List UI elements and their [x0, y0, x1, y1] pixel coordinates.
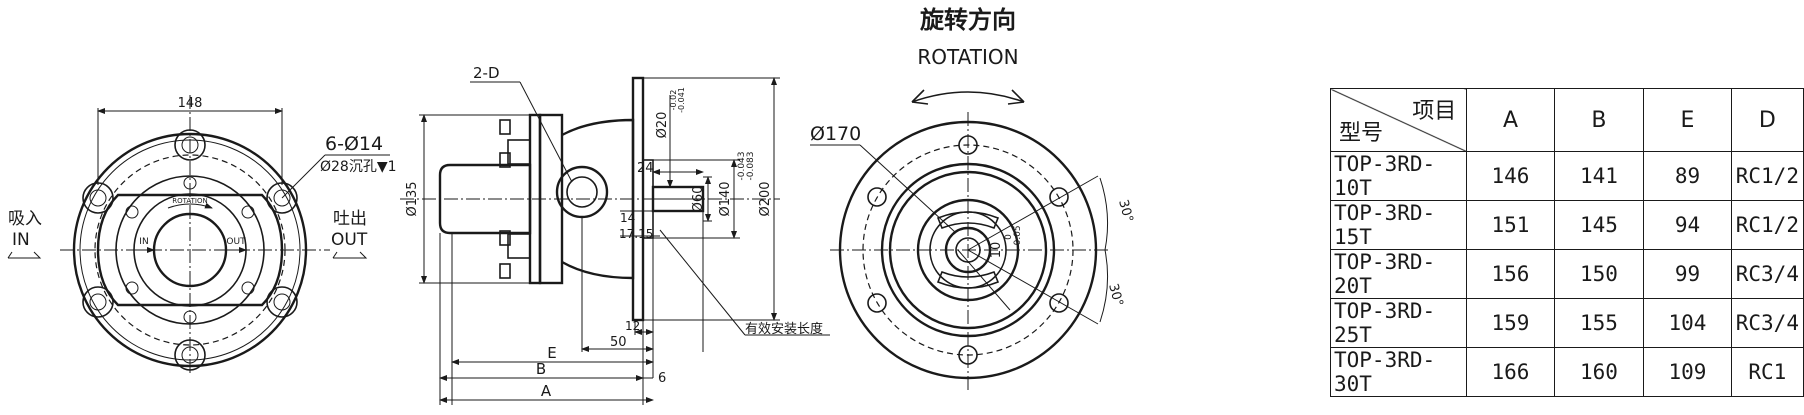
dim-a: A	[541, 382, 552, 400]
angle-top: 30°	[1115, 198, 1135, 224]
dim-e: E	[547, 344, 556, 362]
cell-e: 104	[1643, 298, 1732, 348]
outlet-cn: 吐出	[333, 209, 367, 229]
rotation-title-cn: 旋转方向	[919, 6, 1016, 34]
dim-14: 14	[620, 211, 635, 225]
spec-table: 项目 型号 A B E D TOP-3RD-10T 146 141 89 RC1…	[1329, 88, 1804, 397]
cell-a: 156	[1466, 249, 1555, 299]
cell-e: 89	[1643, 151, 1732, 201]
cell-d: RC3/4	[1730, 249, 1804, 299]
dim-b: B	[536, 360, 546, 378]
dim-20: Ø20	[655, 112, 670, 139]
angle-bottom: 30°	[1105, 282, 1125, 308]
table-row: TOP-3RD-30T 166 160 109 RC1	[1329, 347, 1804, 397]
dim-24: 24	[637, 161, 654, 176]
front-view: ROTATION IN OUT 148 6-Ø14 Ø28沉孔▼1 吸入 IN …	[7, 95, 397, 375]
cell-b: 141	[1553, 151, 1645, 201]
dim-60: Ø60	[691, 186, 706, 213]
cell-model: TOP-3RD-15T	[1329, 200, 1468, 250]
cell-e: 99	[1643, 249, 1732, 299]
dim-200: Ø200	[758, 181, 773, 216]
tol-140-upper: -0.043	[737, 151, 747, 180]
face-in-label: IN	[139, 237, 148, 247]
dim-148: 148	[178, 96, 203, 111]
counterbore-callout: Ø28沉孔▼1	[320, 159, 397, 175]
corner-top-label: 项目	[1412, 99, 1457, 124]
inlet-arrow-icon	[7, 251, 42, 259]
cell-d: RC1/2	[1730, 200, 1804, 250]
cell-model: TOP-3RD-25T	[1329, 298, 1468, 348]
table-row: TOP-3RD-15T 151 145 94 RC1/2	[1329, 200, 1804, 250]
cell-model: TOP-3RD-10T	[1329, 151, 1468, 201]
outlet-arrow-icon	[332, 251, 368, 259]
cell-a: 166	[1466, 347, 1555, 397]
cell-b: 155	[1553, 298, 1645, 348]
inlet-en: IN	[12, 230, 30, 250]
dim-6: 6	[658, 371, 666, 386]
dim-17-15: 17.15	[619, 227, 653, 241]
table-header-row: 项目 型号 A B E D	[1329, 88, 1804, 152]
side-view: Ø135 Ø200 Ø140 -0.043 -0.083 Ø60 Ø20 -0.…	[400, 64, 830, 405]
tol-20-lower: -0.041	[677, 87, 686, 113]
cell-a: 146	[1466, 151, 1555, 201]
cell-a: 159	[1466, 298, 1555, 348]
key-tol-lower: -0.05	[1013, 225, 1023, 248]
cell-model: TOP-3RD-30T	[1329, 347, 1468, 397]
rotation-title-en: ROTATION	[917, 45, 1018, 69]
cell-b: 150	[1553, 249, 1645, 299]
outlet-en: OUT	[331, 230, 368, 250]
effective-length-note: 有效安装长度	[745, 321, 823, 337]
cell-model: TOP-3RD-20T	[1329, 249, 1468, 299]
dim-12: 12	[625, 319, 640, 333]
tol-20-upper: -0.02	[669, 90, 678, 111]
header-a: A	[1466, 88, 1555, 152]
dim-50: 50	[610, 335, 627, 350]
cell-d: RC3/4	[1730, 298, 1804, 348]
cell-b: 145	[1553, 200, 1645, 250]
corner-bottom-label: 型号	[1339, 121, 1384, 146]
cell-d: RC1/2	[1730, 151, 1804, 201]
face-rotation-label: ROTATION	[172, 197, 207, 205]
table-row: TOP-3RD-20T 156 150 99 RC3/4	[1329, 249, 1804, 299]
rotation-arrow-icon	[911, 91, 1025, 103]
cell-e: 109	[1643, 347, 1732, 397]
table-row: TOP-3RD-25T 159 155 104 RC3/4	[1329, 298, 1804, 348]
tol-140-lower: -0.083	[746, 151, 756, 180]
key-tol-upper: 0	[1004, 234, 1014, 240]
cell-d: RC1	[1730, 347, 1804, 397]
dim-135: Ø135	[405, 181, 420, 216]
key-dim: 10	[989, 242, 1004, 259]
dim-170: Ø170	[810, 123, 861, 145]
table-corner-cell: 项目 型号	[1329, 88, 1468, 152]
label-2d: 2-D	[473, 64, 500, 82]
header-d: D	[1730, 88, 1804, 152]
table-row: TOP-3RD-10T 146 141 89 RC1/2	[1329, 151, 1804, 201]
inlet-cn: 吸入	[8, 209, 42, 229]
hole-callout: 6-Ø14	[325, 133, 383, 155]
rotation-view: 旋转方向 ROTATION Ø170	[810, 6, 1136, 390]
dim-140: Ø140	[718, 181, 733, 216]
header-e: E	[1643, 88, 1732, 152]
cell-a: 151	[1466, 200, 1555, 250]
cell-e: 94	[1643, 200, 1732, 250]
header-b: B	[1553, 88, 1645, 152]
flange-hole-group	[867, 135, 1069, 365]
cell-b: 160	[1553, 347, 1645, 397]
face-out-label: OUT	[226, 237, 246, 247]
